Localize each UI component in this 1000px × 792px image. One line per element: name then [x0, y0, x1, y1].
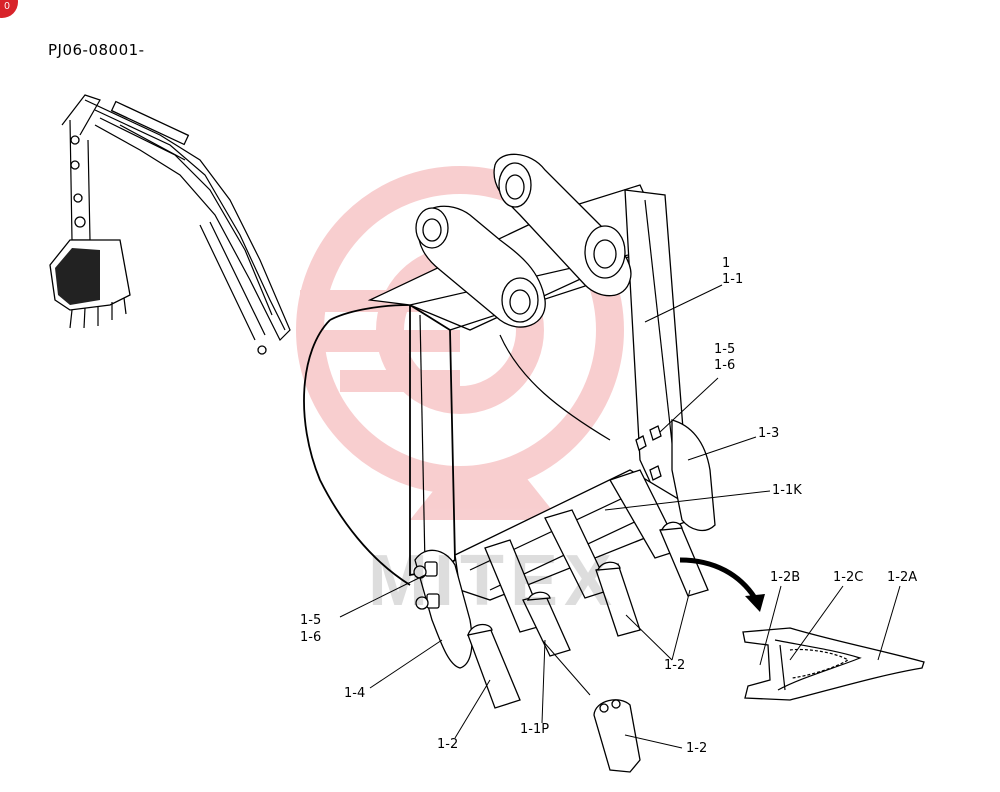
excavator-arm-thumbnail [49, 94, 291, 355]
side-cutter-right [635, 419, 716, 532]
watermark-text: MITEX [368, 541, 619, 621]
callout-tooth-right: 1-2 [664, 658, 686, 673]
callout-side-cutter-left: 1-4 [344, 686, 366, 701]
page-badge-text: 0 [4, 1, 10, 12]
callout-tooth-kit: 1-1K [772, 483, 802, 498]
detail-arrow [679, 557, 765, 612]
callout-adapter-a: 1-2A [887, 570, 918, 585]
callout-adapter-b: 1-2B [770, 570, 801, 585]
callout-adapter-c: 1-2C [833, 570, 864, 585]
callout-side-cutter-right: 1-3 [758, 426, 780, 441]
watermark-logo [296, 166, 624, 520]
callout-nut-right: 1-6 [714, 358, 736, 373]
callout-pin: 1-1P [520, 722, 550, 737]
document-id: PJ06-08001- [48, 41, 145, 59]
callout-tooth-left: 1-2 [437, 737, 459, 752]
callout-nut-left: 1-6 [300, 630, 322, 645]
callout-bolt-left: 1-5 [300, 613, 322, 628]
adapter-assembly [742, 627, 925, 701]
callout-bolt-right: 1-5 [714, 342, 736, 357]
leader-lines [339, 284, 901, 749]
callout-tooth-detached: 1-2 [686, 741, 708, 756]
bucket-ears [415, 153, 632, 328]
callout-bucket-body: 1-1 [722, 272, 744, 287]
tooth-detached [593, 699, 641, 773]
callout-bucket: 1 [722, 256, 731, 271]
side-cutter-left [413, 549, 473, 669]
